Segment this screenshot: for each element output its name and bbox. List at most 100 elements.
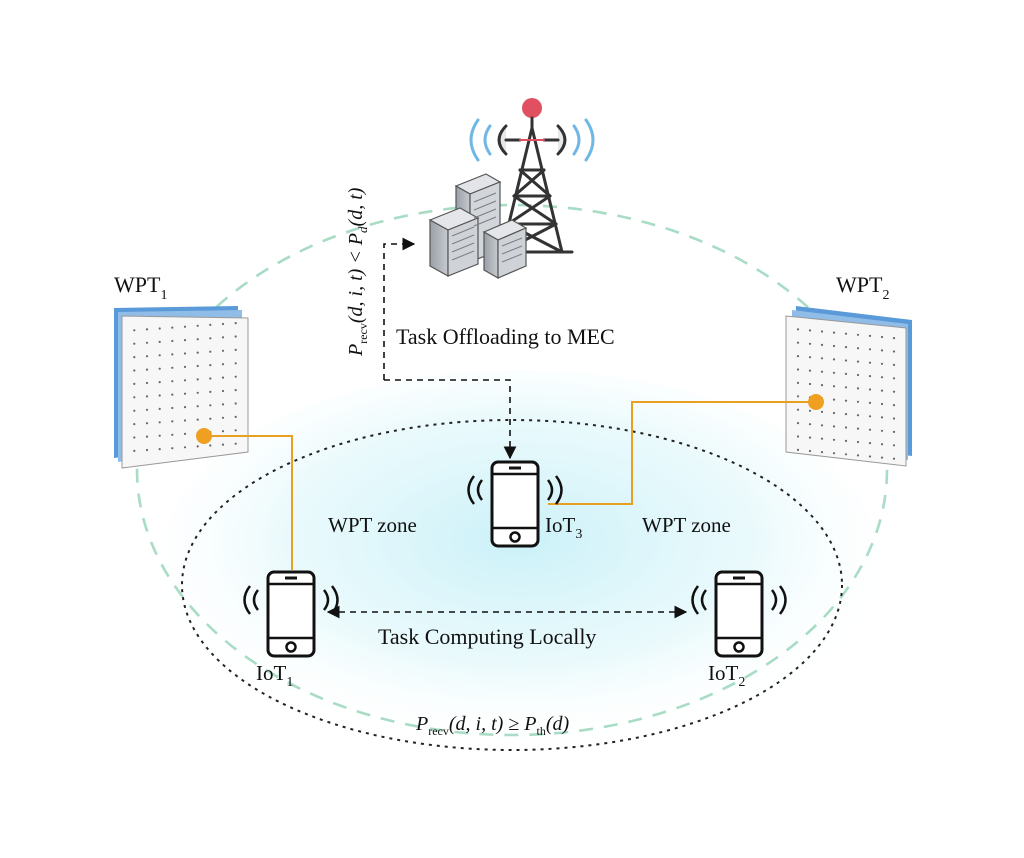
panel-grid-dot [196,364,199,368]
panel-grid-dot [868,401,872,404]
panel-grid-dot [856,373,860,377]
panel-grid-dot [892,363,896,366]
energy-link-wpt2-iot3 [548,401,816,505]
panel-grid-dot [171,433,174,436]
panel-grid-dot [820,370,824,373]
panel-grid-dot [868,442,872,445]
panel-grid-dot [892,377,896,380]
wpt-zone-glow [160,370,880,750]
panel-grid-dot [209,377,212,380]
panel-grid-dot [796,422,800,425]
panel-grid-dot [880,456,884,459]
panel-grid-dot [892,350,896,353]
panel-grid-dot [221,322,225,326]
panel-grid-dot [221,430,225,433]
panel-grid-dot [796,408,800,411]
panel-grid-dot [171,380,174,383]
local-computing-zone-boundary [181,419,843,751]
wpt-zone-label-left: WPT zone [328,513,417,537]
panel-grid-dot [844,439,848,442]
panel-grid-dot [133,436,136,439]
panel-grid-dot [158,367,161,370]
panel-grid-dot [820,410,824,413]
wpt1-panel-icon [114,306,249,469]
panel-grid-dot [868,388,872,391]
panel-grid-dot [145,395,149,398]
panel-grid-dot [133,382,136,385]
panel-grid-dot [234,335,237,338]
panel-grid-dot [145,381,149,385]
panel-grid-dot [221,389,225,393]
panel-grid-dot [832,438,836,441]
panel-grid-dot [171,420,174,423]
panel-grid-dot [133,409,136,412]
panel-grid-dot [868,415,872,418]
panel-grid-dot [856,333,860,336]
panel-grid-dot [183,365,187,368]
panel-grid-dot [145,422,149,425]
panel-grid-dot [796,435,800,438]
panel-grid-dot [196,405,199,408]
offload-label: Task Offloading to MEC [396,324,615,349]
panel-grid-dot [133,329,136,332]
panel-grid-dot [183,325,187,328]
panel-grid-dot [145,368,149,371]
panel-grid-dot [868,455,872,458]
wpt2-label: WPT2 [836,272,889,303]
panel-grid-dot [856,360,860,363]
panel-grid-dot [171,366,174,369]
panel-grid-dot [856,440,860,444]
panel-grid-dot [880,335,884,339]
panel-grid-dot [868,334,872,337]
panel-grid-dot [196,418,199,421]
iot2-smartphone-icon [691,570,787,658]
panel-grid-dot [196,338,199,341]
panel-grid-dot [221,363,225,366]
panel-grid-dot [844,346,848,349]
panel-grid-dot [234,429,237,432]
panel-grid-dot [892,430,896,433]
panel-grid-dot [808,369,812,372]
panel-grid-dot [183,339,187,342]
panel-grid-dot [145,355,149,358]
panel-grid-dot [171,339,174,343]
panel-grid-dot [196,324,199,327]
panel-grid-dot [844,372,848,375]
panel-grid-dot [844,399,848,402]
panel-grid-dot [196,351,199,354]
panel-grid-dot [145,408,149,411]
wpt2-transmitter-dot [808,394,824,410]
panel-grid-dot [832,411,836,415]
offload-path-to-iot3 [384,379,517,460]
panel-grid-dot [820,343,824,346]
panel-grid-dot [234,415,237,418]
panel-grid-dot [234,375,237,378]
panel-grid-dot [209,337,212,340]
energy-link-wpt1-iot1 [204,435,293,570]
local-computing-label: Task Computing Locally [378,624,596,649]
panel-grid-dot [171,393,174,396]
panel-grid-dot [880,429,884,432]
panel-grid-dot [892,337,896,340]
panel-grid-dot [171,326,174,329]
iot1-label: IoT1 [256,661,293,690]
panel-grid-dot [880,416,884,419]
mec-server-icon [428,173,528,280]
panel-grid-dot [808,356,812,359]
panel-grid-dot [158,434,161,437]
panel-grid-dot [892,444,896,447]
panel-grid-dot [844,386,848,389]
panel-grid-dot [844,426,848,429]
panel-grid-dot [892,417,896,420]
panel-grid-dot [820,424,824,427]
panel-grid-dot [133,423,136,426]
panel-grid-dot [796,341,800,344]
panel-grid-dot [221,349,225,352]
panel-grid-dot [209,417,212,420]
panel-grid-dot [158,421,161,424]
panel-grid-dot [832,385,836,388]
panel-grid-dot [158,340,161,343]
panel-grid-dot [880,349,884,352]
wpt2-panel-icon [785,306,912,467]
